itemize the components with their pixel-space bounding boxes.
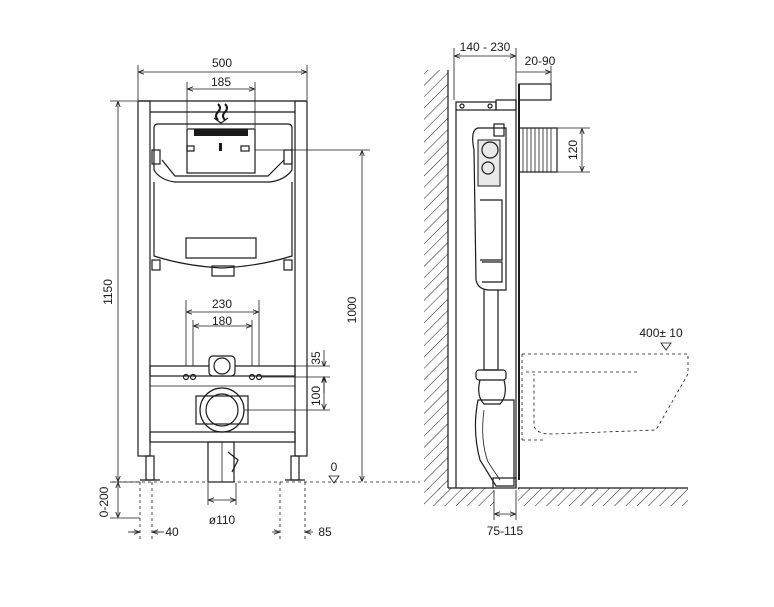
dim-zero-level: 0 — [331, 460, 338, 474]
front-dimensions: 500 185 1150 0-200 1000 230 180 — [97, 56, 420, 540]
dim-width-upper: 185 — [211, 75, 231, 89]
floor-hatch-right — [518, 488, 688, 506]
dim-height-total: 1150 — [101, 279, 115, 305]
dim-bowl-height: 400± 10 — [639, 326, 683, 340]
dim-spacing-outer: 230 — [212, 297, 232, 311]
dim-height-button: 1000 — [345, 296, 359, 323]
threaded-stud — [518, 83, 558, 173]
dim-drain-diameter: ø110 — [209, 513, 236, 527]
side-frame — [455, 83, 558, 489]
wall-hatch — [424, 70, 448, 490]
dim-offset-top: 35 — [309, 351, 323, 365]
side-dimensions: 140 - 230 20-90 120 400± 10 75-115 — [453, 40, 683, 538]
flush-icon — [213, 103, 229, 124]
dim-drain-offset: 75-115 — [487, 524, 524, 538]
dim-wall-offset: 140 - 230 — [460, 40, 511, 54]
dim-foot-left: 40 — [165, 525, 179, 539]
flush-plate — [186, 128, 256, 174]
front-view: 500 185 1150 0-200 1000 230 180 — [97, 56, 420, 540]
dim-finish-thickness: 20-90 — [525, 54, 556, 68]
dim-adjust-range: 0-200 — [97, 486, 111, 517]
dim-width-total: 500 — [212, 56, 232, 70]
dim-offset-drain: 100 — [309, 386, 323, 406]
dim-foot-right: 85 — [318, 525, 332, 539]
wall-hung-bowl — [521, 353, 689, 441]
dim-stud-height: 120 — [566, 140, 580, 160]
dim-spacing-inner: 180 — [212, 314, 232, 328]
outlet-assembly — [182, 300, 263, 483]
side-view: 140 - 230 20-90 120 400± 10 75-115 — [424, 40, 689, 538]
cistern — [151, 123, 293, 277]
floor-hatch — [424, 488, 494, 506]
